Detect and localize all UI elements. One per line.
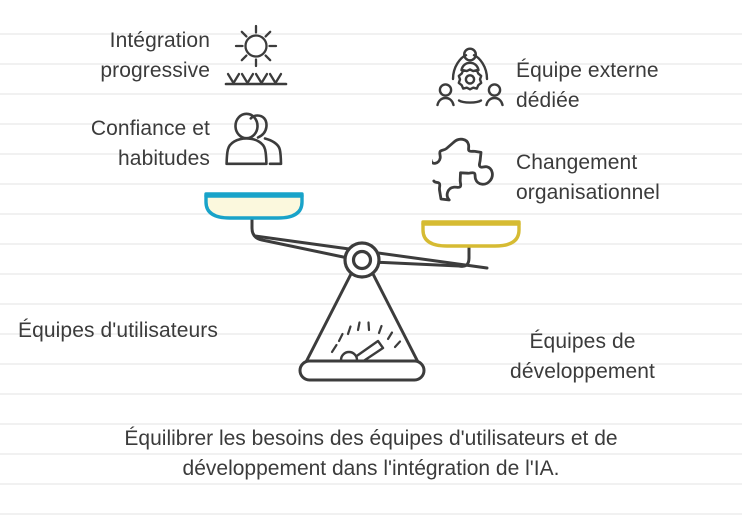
caption-text: Équilibrer les besoins des équipes d'uti… <box>124 427 618 481</box>
sun-sprout-icon <box>224 20 288 88</box>
label-external-dedicated-team: Équipe externe dédiée <box>516 59 659 112</box>
label-user-teams: Équipes d'utilisateurs <box>18 319 218 342</box>
scale-base <box>298 359 426 382</box>
label-incremental-integration: Intégration progressive <box>100 29 210 82</box>
gauge-tick-marks <box>330 321 402 354</box>
label-organisational-change: Changement organisationnel <box>516 151 660 204</box>
label-development-teams: Équipes de développement <box>510 330 655 383</box>
fulcrum-inner-ring <box>351 249 373 271</box>
two-people-icon <box>222 112 290 176</box>
stand-leg-right <box>370 270 421 366</box>
left-pan <box>204 192 304 220</box>
label-trust-habits: Confiance et habitudes <box>90 117 210 170</box>
stand-leg-left <box>303 270 354 366</box>
right-pan <box>421 220 521 248</box>
team-gear-icon <box>436 46 504 112</box>
puzzle-piece-icon <box>429 136 502 202</box>
